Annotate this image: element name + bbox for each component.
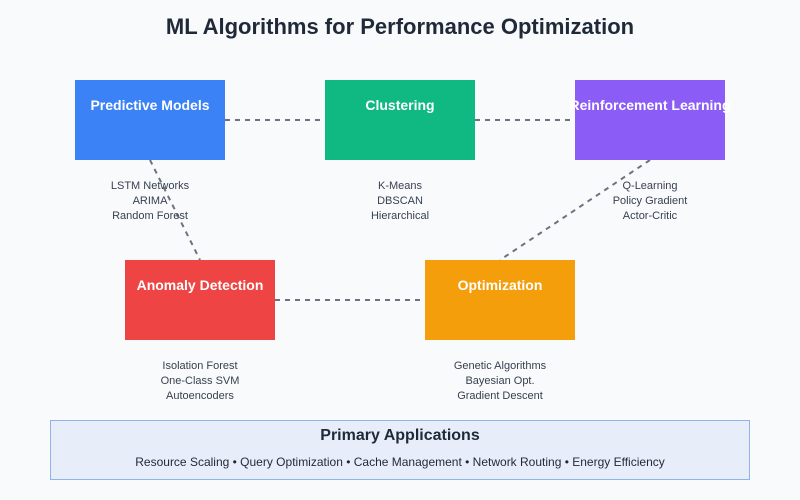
algorithm-item: Random Forest	[112, 210, 188, 222]
node-anomaly-detection-algorithms: Isolation Forest One-Class SVM Autoencod…	[120, 359, 280, 404]
node-optimization-algorithms: Genetic Algorithms Bayesian Opt. Gradien…	[420, 359, 580, 404]
node-anomaly-detection: Anomaly Detection	[125, 260, 275, 340]
node-clustering: Clustering	[325, 80, 475, 160]
diagram-title: ML Algorithms for Performance Optimizati…	[165, 14, 635, 39]
connector-reinforcement-optimization	[499, 159, 651, 261]
algorithm-item: Isolation Forest	[162, 360, 238, 372]
algorithm-item: Bayesian Opt.	[465, 375, 535, 387]
node-label: Anomaly Detection	[136, 277, 264, 293]
primary-applications-list: Resource Scaling • Query Optimization • …	[135, 455, 665, 469]
algorithm-item: K-Means	[377, 180, 423, 192]
algorithm-item: DBSCAN	[377, 195, 423, 207]
node-label: Reinforcement Learning	[569, 97, 731, 113]
node-reinforcement-learning: Reinforcement Learning	[569, 80, 731, 160]
algorithm-item: One-Class SVM	[160, 375, 240, 387]
node-label: Clustering	[365, 97, 435, 113]
node-clustering-algorithms: K-Means DBSCAN Hierarchical	[320, 179, 480, 224]
node-label: Optimization	[457, 277, 543, 293]
algorithm-item: Gradient Descent	[457, 390, 543, 402]
node-predictive-models-algorithms: LSTM Networks ARIMA Random Forest	[70, 179, 230, 224]
algorithm-item: Actor-Critic	[622, 210, 678, 222]
algorithm-item: Q-Learning	[622, 180, 678, 192]
algorithm-item: Autoencoders	[166, 390, 234, 402]
node-label: Predictive Models	[90, 97, 210, 113]
algorithm-item: Policy Gradient	[612, 195, 688, 207]
node-reinforcement-learning-algorithms: Q-Learning Policy Gradient Actor-Critic	[570, 179, 730, 224]
connector-predictive-anomaly	[149, 159, 201, 261]
primary-applications-panel: Primary Applications Resource Scaling • …	[50, 420, 750, 480]
algorithm-item: Genetic Algorithms	[453, 360, 547, 372]
algorithm-item: ARIMA	[132, 195, 168, 207]
algorithm-item: Hierarchical	[370, 210, 430, 222]
node-optimization: Optimization	[425, 260, 575, 340]
node-predictive-models: Predictive Models	[75, 80, 225, 160]
algorithm-item: LSTM Networks	[110, 180, 190, 192]
primary-applications-title: Primary Applications	[320, 427, 480, 444]
